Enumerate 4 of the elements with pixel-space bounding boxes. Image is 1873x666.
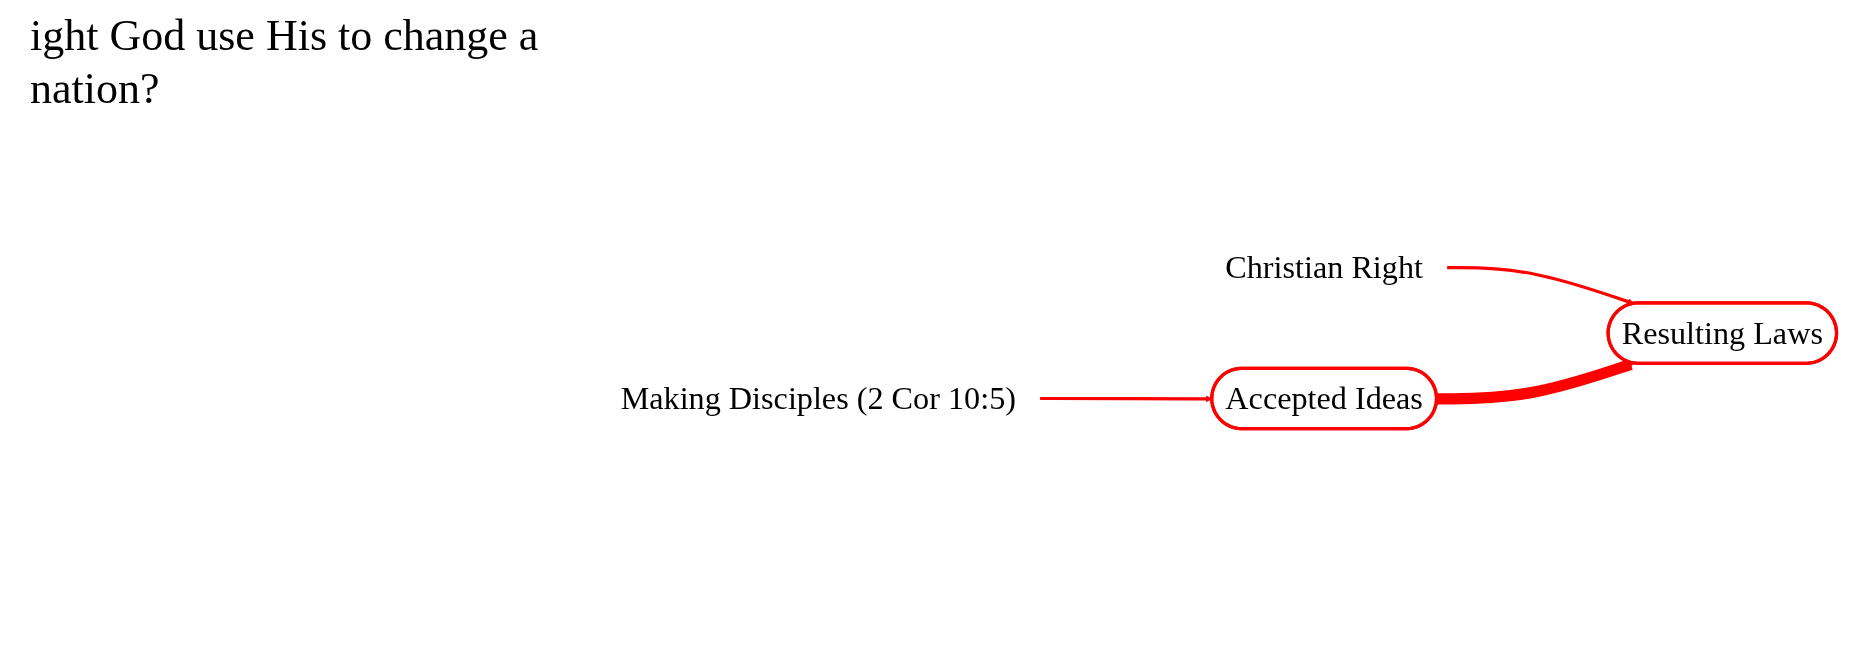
arrow (1436, 358, 1635, 405)
title: ight God use His to change a nation? (30, 10, 540, 115)
node-text: Making Disciples (2 Cor 10:5) (620, 379, 1016, 417)
node-text: Christian Right (1225, 249, 1423, 286)
